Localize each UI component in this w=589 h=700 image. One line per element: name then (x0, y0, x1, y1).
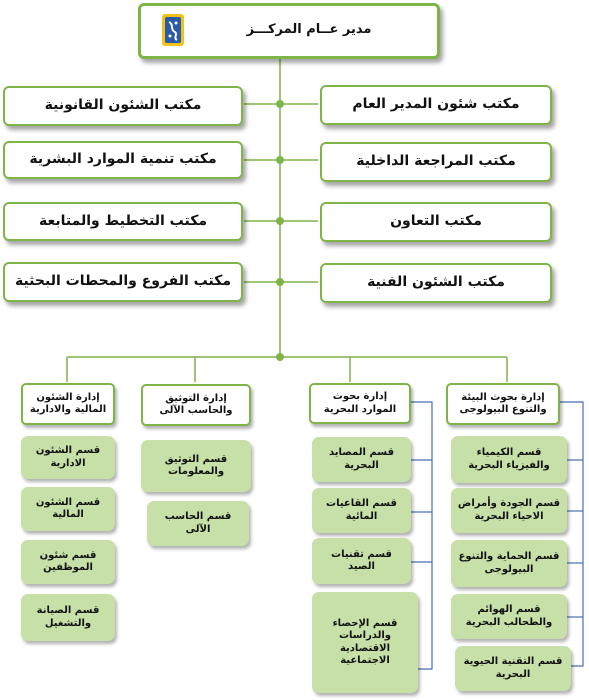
dept-environment-biodiversity: إدارة بحوث البيئة والتنوع البيولوجى (446, 383, 560, 425)
section-plankton-algae: قسم الهوائم والطحالب البحرية (451, 594, 567, 639)
office-technical-affairs: مكتب الشئون الفنية (320, 263, 552, 303)
section-marine-biotechnology: قسم التقنية الحيوية البحرية (455, 646, 571, 691)
section-documentation-info: قسم التوثيق والمعلومات (141, 440, 251, 492)
office-planning-followup: مكتب التخطيط والمتابعة (3, 202, 243, 241)
center-logo-icon (162, 14, 184, 46)
section-marine-fisheries: قسم المصايد البحرية (312, 437, 411, 482)
section-marine-chemistry-physics: قسم الكيمياء والفيزياء البحرية (451, 436, 567, 483)
office-director-affairs: مكتب شئون المدير العام (320, 85, 552, 125)
section-statistics-socioeconomic: قسم الإحصاء والدراسات الاقتصادية الاجتما… (312, 592, 418, 693)
section-financial-affairs: قسم الشئون المالية (21, 487, 115, 531)
section-admin-affairs: قسم الشئون الادارية (21, 436, 115, 479)
office-cooperation: مكتب التعاون (320, 202, 552, 242)
general-manager-label: مدير عــام المركـــز (246, 21, 372, 37)
dept-documentation-computing: إدارة التوثيق والحاسب الآلى (141, 384, 251, 426)
office-internal-audit: مكتب المراجعة الداخلية (320, 142, 552, 182)
section-fishing-techniques: قسم تقنيات الصيد (312, 538, 411, 584)
office-hr-development: مكتب تنمية الموارد البشرية (3, 141, 243, 179)
section-quality-marine-diseases: قسم الجودة وأمراض الاحياء البحرية (451, 488, 567, 533)
section-protection-biodiversity: قسم الحماية والتنوع البيولوجى (451, 540, 567, 587)
office-legal-affairs: مكتب الشئون القانونية (3, 86, 243, 126)
dept-finance-admin: إدارة الشئون المالية والادارية (21, 383, 115, 425)
section-aquatic-benthos: قسم القاعيات المائية (312, 488, 411, 533)
section-maintenance-operation: قسم الصيانة والتشغيل (21, 594, 115, 641)
general-manager-box (138, 3, 440, 59)
dept-marine-resources: إدارة بحوث الموارد البحرية (309, 383, 411, 424)
section-personnel-affairs: قسم شئون الموظفين (21, 540, 115, 584)
office-branches-stations: مكتب الفروع والمحطات البحثية (3, 262, 243, 302)
section-computer: قسم الحاسب الآلى (147, 501, 249, 546)
